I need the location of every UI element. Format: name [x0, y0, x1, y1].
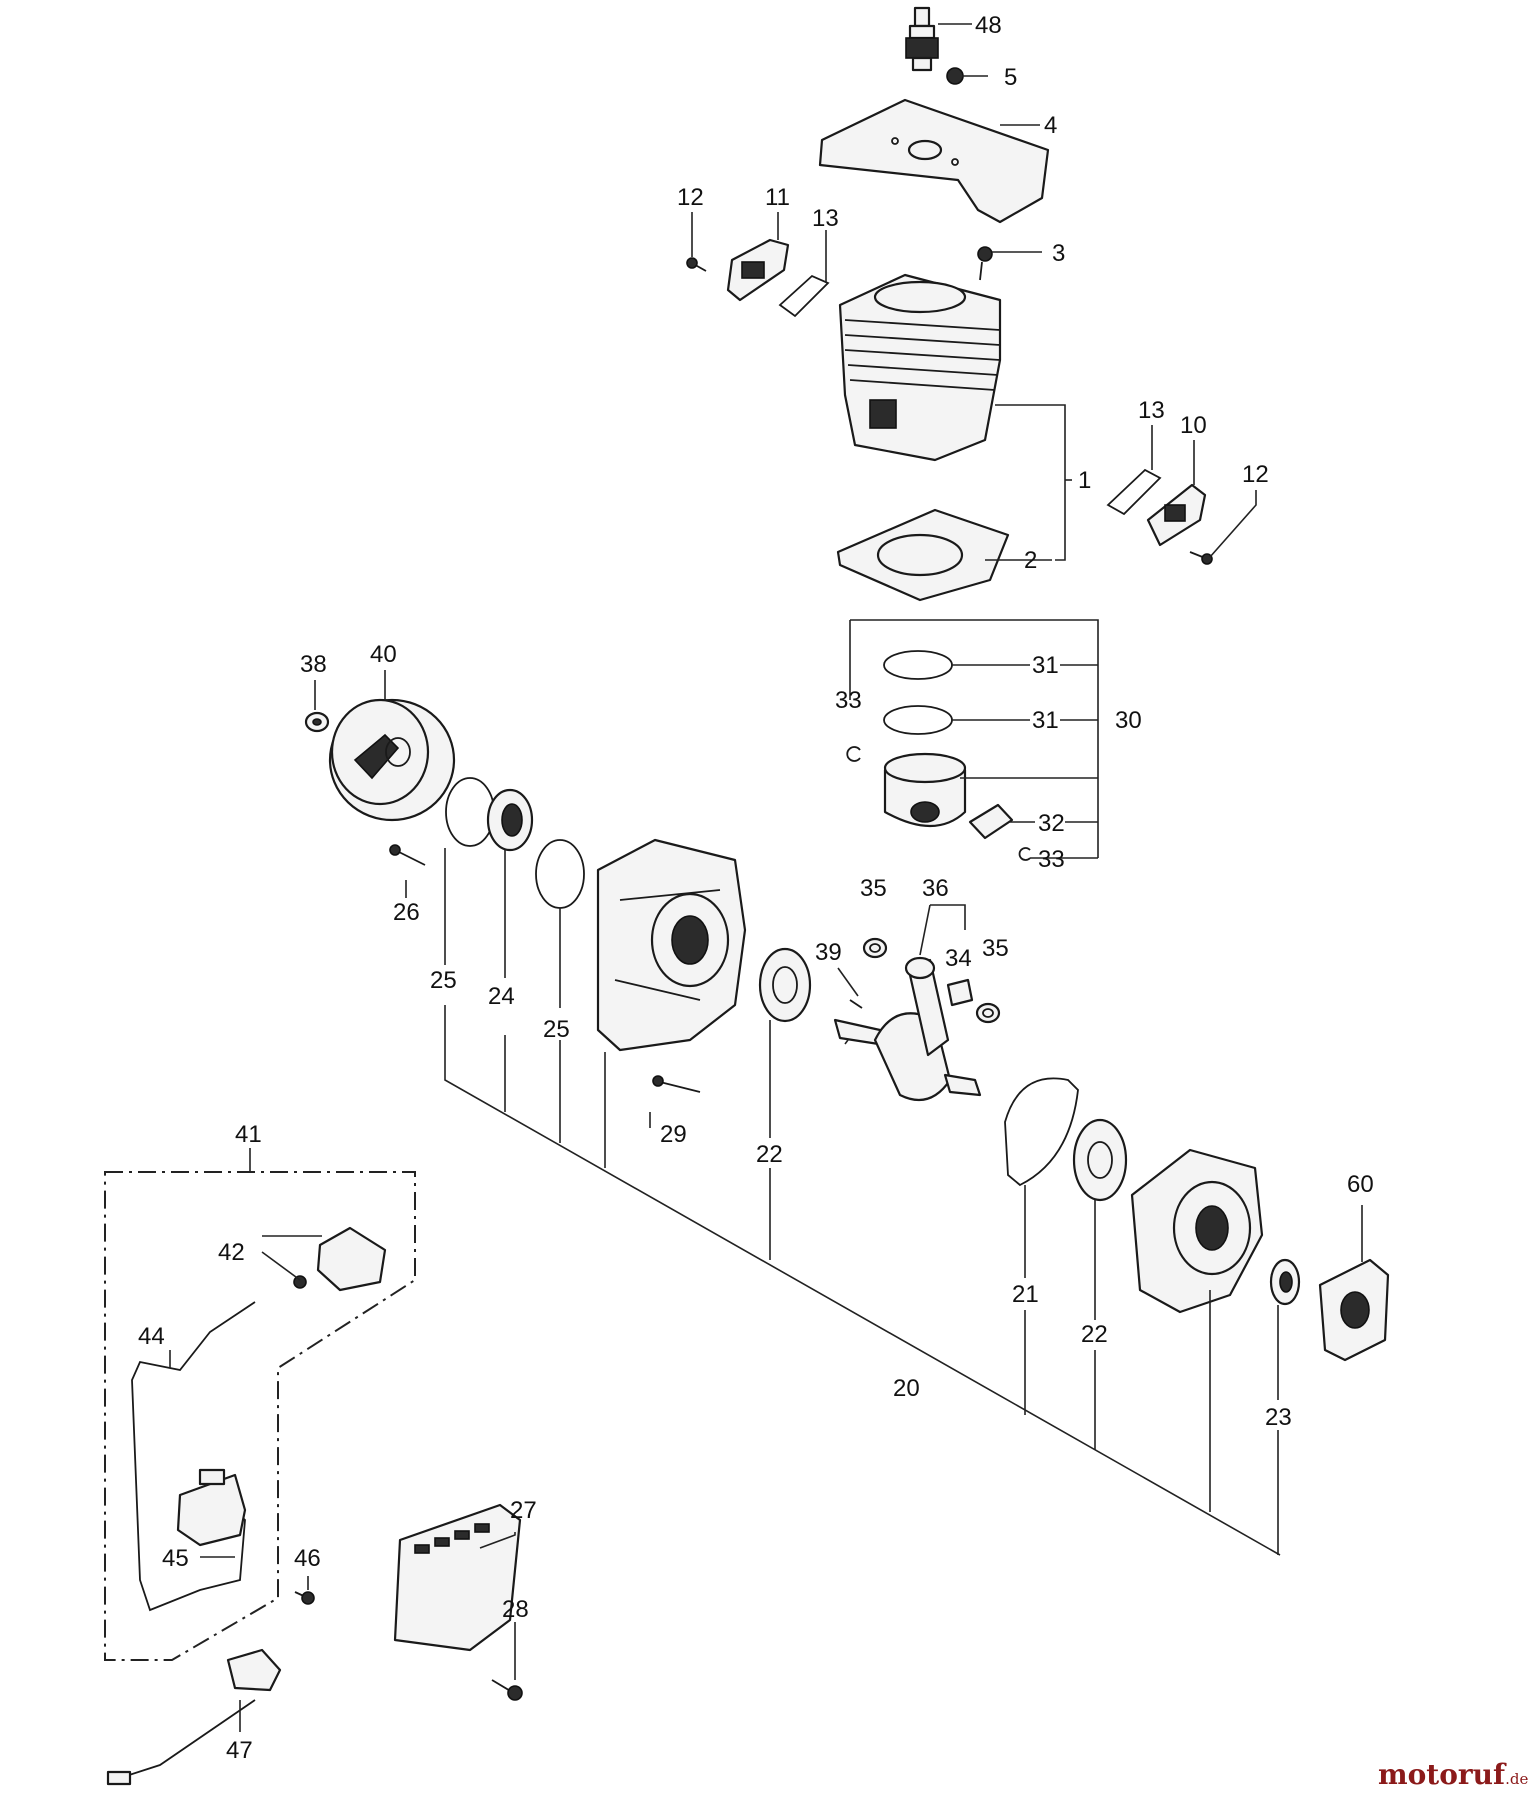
- bearing-22-right-part: [1072, 1118, 1128, 1202]
- callout-1: 1: [1078, 467, 1091, 494]
- cover-60-part: [1318, 1258, 1390, 1362]
- watermark-suffix: .de: [1505, 1770, 1528, 1788]
- callout-25-left: 25: [430, 967, 457, 994]
- callout-45: 45: [162, 1545, 189, 1572]
- callout-60: 60: [1347, 1171, 1374, 1198]
- circlip-33-left-part: [846, 746, 861, 762]
- callout-30: 30: [1115, 707, 1142, 734]
- callout-36: 36: [922, 875, 949, 902]
- watermark: motoruf.de: [1378, 1758, 1528, 1791]
- bolt-3-part: [977, 246, 993, 281]
- module-45-part: [176, 1468, 247, 1547]
- callout-2: 2: [1024, 547, 1037, 574]
- bolt-28-part: [491, 1679, 523, 1701]
- callout-12-right: 12: [1242, 461, 1269, 488]
- callout-12-left: 12: [677, 184, 704, 211]
- callout-25-right: 25: [543, 1016, 570, 1043]
- piston-part: [883, 752, 967, 828]
- callout-13-right: 13: [1138, 397, 1165, 424]
- screw-46-part: [294, 1591, 315, 1605]
- crankshaft-part: [833, 956, 982, 1102]
- callout-31-lower: 31: [1032, 707, 1059, 734]
- callout-labels: 48 5 4 12 11 13 3 13 10 12 1 2 38 40 31 …: [138, 12, 1374, 1764]
- callout-4: 4: [1044, 112, 1057, 139]
- bolt-26-part: [389, 844, 426, 866]
- bearing-22-left-part: [758, 947, 812, 1023]
- screw-5-part: [946, 67, 964, 85]
- ring-25-right-part: [535, 839, 585, 909]
- gasket-13-right-part: [1106, 468, 1162, 516]
- callout-10: 10: [1180, 412, 1207, 439]
- callout-22-right: 22: [1081, 1321, 1108, 1348]
- callout-20: 20: [893, 1375, 920, 1402]
- callout-29: 29: [660, 1121, 687, 1148]
- callout-35-upper: 35: [860, 875, 887, 902]
- spark-plug-part: [905, 6, 939, 72]
- gasket-21-part: [1004, 1077, 1079, 1187]
- key-39-part: [849, 999, 863, 1009]
- callout-22-left: 22: [756, 1141, 783, 1168]
- callout-13-top: 13: [812, 205, 839, 232]
- callout-34: 34: [945, 945, 972, 972]
- cover-27-part: [393, 1503, 522, 1652]
- intake-flange-11-part: [726, 238, 790, 302]
- svg-text:motoruf.de: motoruf.de: [1378, 1758, 1528, 1791]
- callout-3: 3: [1052, 240, 1065, 267]
- callout-28: 28: [502, 1596, 529, 1623]
- callout-35-lower: 35: [982, 935, 1009, 962]
- clutch-drum-40-part: [328, 698, 456, 822]
- needle-bearing-34-part: [946, 978, 974, 1007]
- cable-47-part: [106, 1648, 282, 1786]
- callout-23: 23: [1265, 1404, 1292, 1431]
- callout-21: 21: [1012, 1281, 1039, 1308]
- callout-33-left: 33: [835, 687, 862, 714]
- callout-42: 42: [218, 1239, 245, 1266]
- callout-40: 40: [370, 641, 397, 668]
- callout-27: 27: [510, 1497, 537, 1524]
- nut-38-part: [304, 711, 330, 733]
- watermark-brand: motoruf: [1378, 1758, 1507, 1791]
- wire-44-part: [131, 1301, 256, 1612]
- piston-ring-31-lower-part: [883, 705, 953, 735]
- callout-31-upper: 31: [1032, 652, 1059, 679]
- callout-46: 46: [294, 1545, 321, 1572]
- callout-11: 11: [765, 184, 790, 211]
- switch-42-part: [293, 1226, 387, 1292]
- piston-ring-31-upper-part: [883, 650, 953, 680]
- seal-23-part: [1269, 1258, 1301, 1306]
- bolt-29-part: [652, 1075, 701, 1093]
- circlip-33-right-part: [1018, 847, 1031, 861]
- crankcase-left-part: [596, 838, 747, 1052]
- callout-41: 41: [235, 1121, 262, 1148]
- base-gasket-2-part: [836, 508, 1010, 602]
- cylinder-cover-part: [818, 98, 1050, 224]
- piston-pin-32-part: [968, 803, 1014, 840]
- cylinder-part: [838, 273, 1002, 462]
- callout-47: 47: [226, 1737, 253, 1764]
- callout-24: 24: [488, 983, 515, 1010]
- ignition-box-outline: [104, 1171, 416, 1661]
- leader-lines: [169, 23, 1363, 1732]
- callout-26: 26: [393, 899, 420, 926]
- bearing-35-upper-part: [862, 937, 888, 959]
- callout-48: 48: [975, 12, 1002, 39]
- bolt-12-right-part: [1189, 551, 1213, 565]
- callout-38: 38: [300, 651, 327, 678]
- seal-24-part: [486, 788, 534, 852]
- bearing-35-lower-part: [975, 1002, 1001, 1024]
- gasket-13-top-part: [778, 274, 830, 318]
- crankcase-right-part: [1130, 1148, 1264, 1314]
- intake-flange-10-part: [1146, 483, 1207, 547]
- callout-5: 5: [1004, 64, 1017, 91]
- ring-25-left-part: [445, 777, 495, 847]
- callout-39: 39: [815, 939, 842, 966]
- callout-33-right: 33: [1038, 846, 1065, 873]
- callout-44: 44: [138, 1323, 165, 1350]
- bolt-12-left-part: [686, 257, 707, 272]
- callout-32: 32: [1038, 810, 1065, 837]
